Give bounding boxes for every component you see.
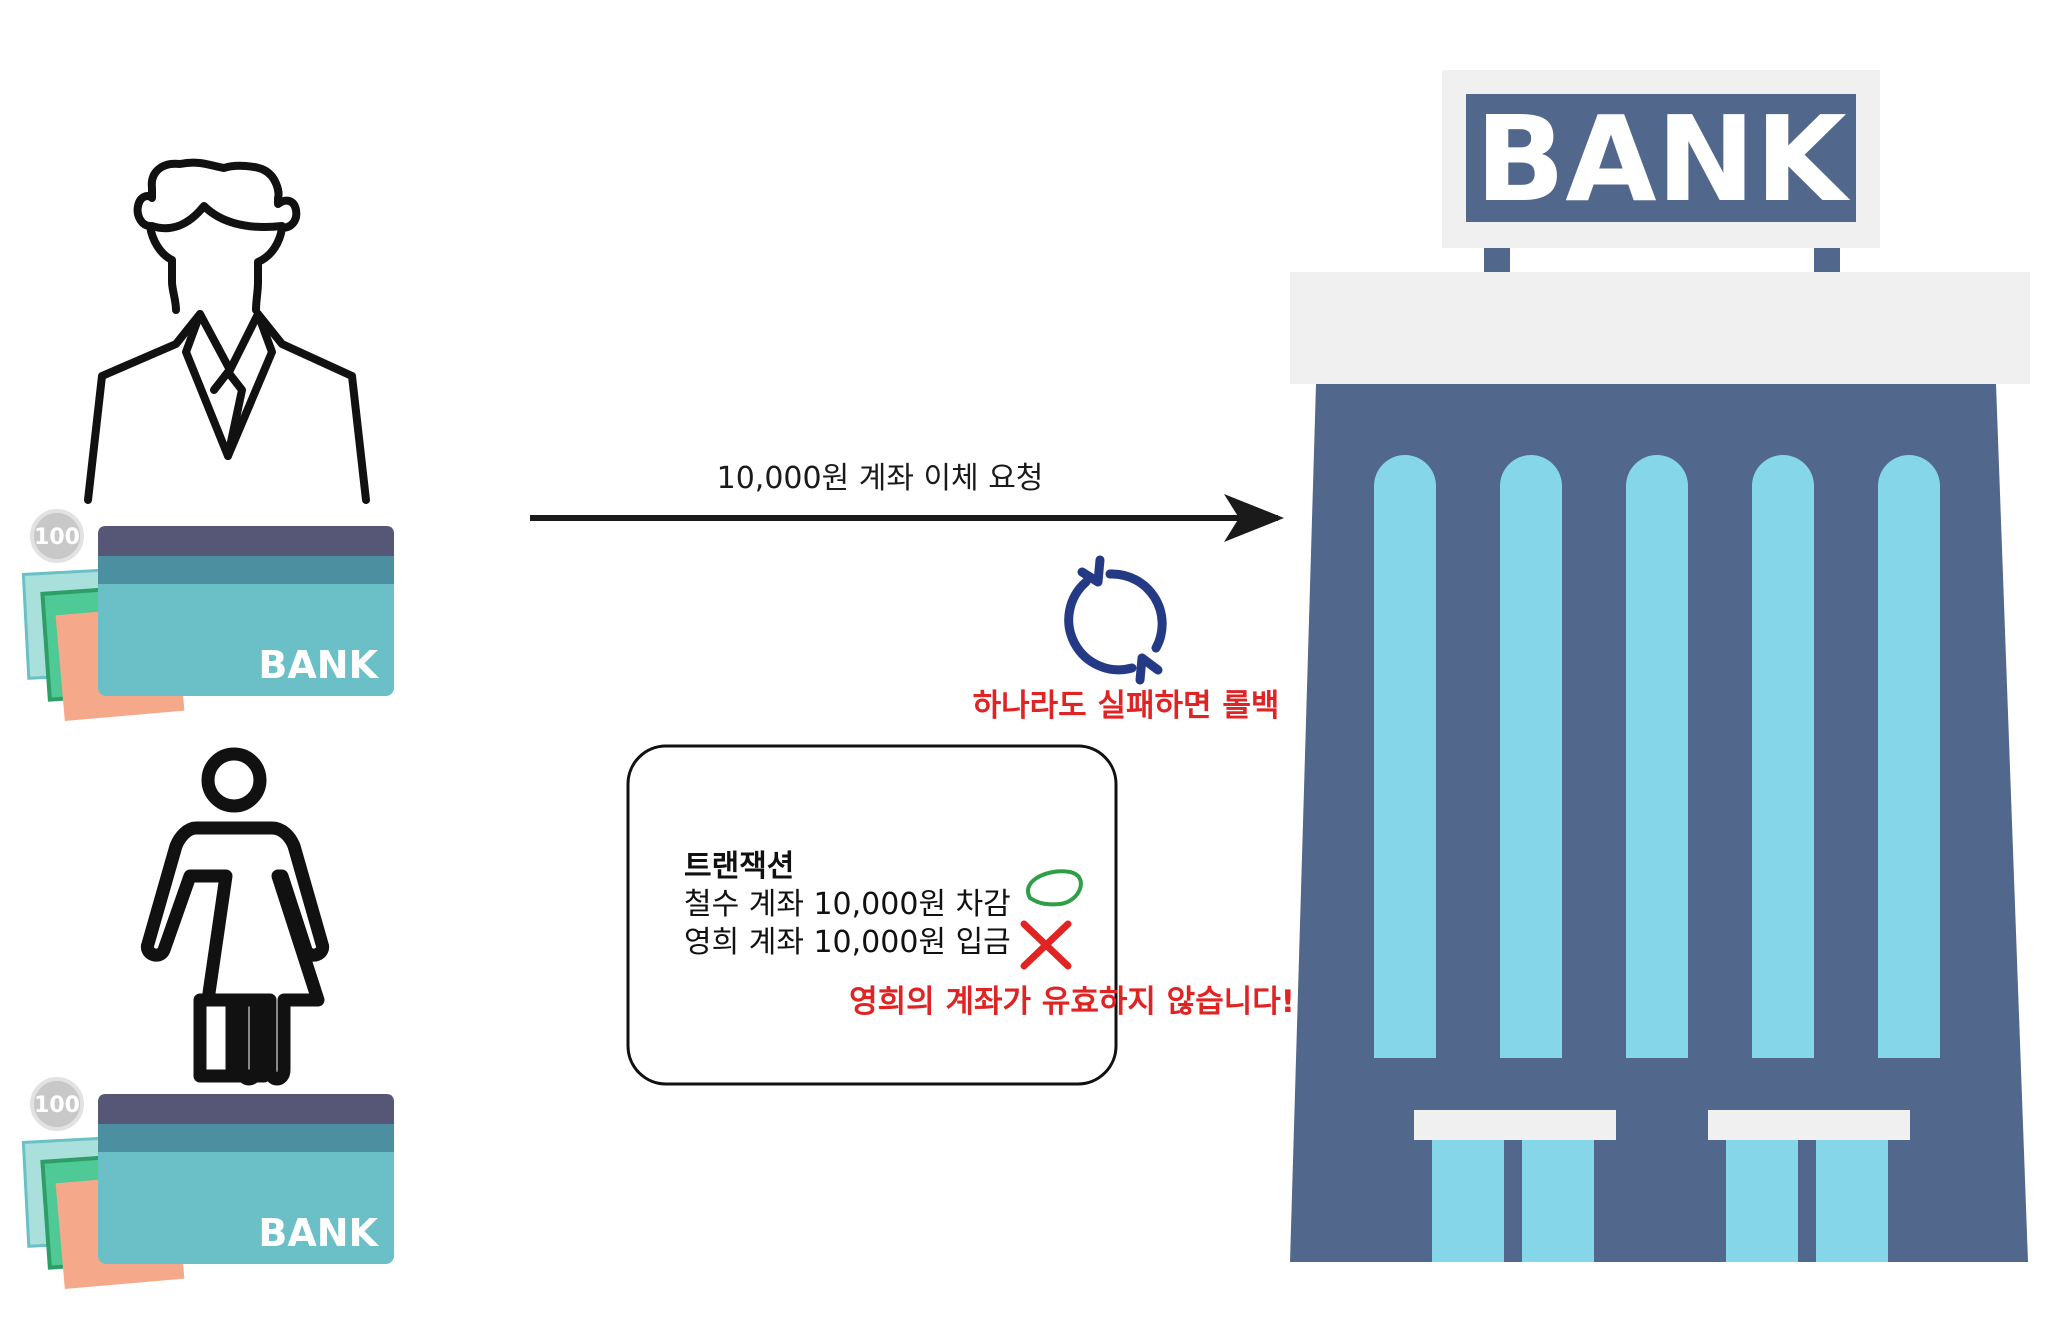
refresh-icon xyxy=(1064,555,1167,685)
check-circle-icon xyxy=(1026,869,1083,907)
transaction-step-2: 영희 계좌 10,000원 입금 xyxy=(684,925,1011,960)
card-label: BANK xyxy=(258,643,379,687)
card-label: BANK xyxy=(258,1211,379,1255)
man-icon xyxy=(84,158,370,504)
coin-label: 100 xyxy=(34,1093,80,1118)
transaction-step-1: 철수 계좌 10,000원 차감 xyxy=(684,887,1011,922)
coin-icon: 100 xyxy=(30,509,84,563)
request-arrow: 10,000원 계좌 이체 요청 xyxy=(530,461,1284,542)
x-mark-icon xyxy=(1020,920,1072,970)
bank-card-2: 100 BANK xyxy=(21,1077,394,1290)
rollback-label: 하나라도 실패하면 롤백 xyxy=(973,688,1280,724)
bank-sign: BANK xyxy=(1475,90,1851,228)
bank-card-1: 100 BANK xyxy=(21,509,394,722)
coin-icon: 100 xyxy=(30,1077,84,1131)
error-message: 영희의 계좌가 유효하지 않습니다! xyxy=(849,984,1295,1020)
transaction-title: 트랜잭션 xyxy=(684,849,794,884)
coin-label: 100 xyxy=(34,525,80,550)
request-label: 10,000원 계좌 이체 요청 xyxy=(717,461,1044,496)
bank-building-icon: BANK xyxy=(1290,70,2030,1262)
transaction-box: 트랜잭션 철수 계좌 10,000원 차감 영희 계좌 10,000원 입금 xyxy=(626,744,1118,1086)
woman-icon xyxy=(140,747,330,1086)
